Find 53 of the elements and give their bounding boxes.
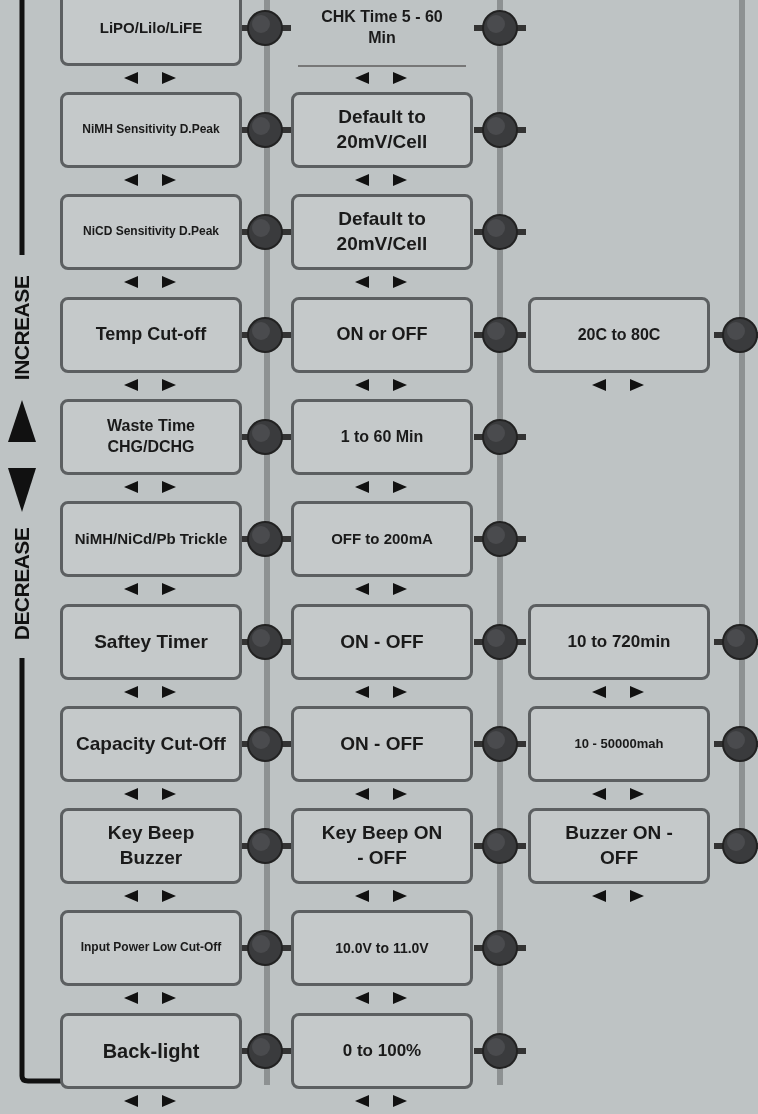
menu-box [60,92,242,168]
menu-box [528,706,710,782]
menu-box [291,808,473,884]
menu-text: NiMH Sensitivity D.Peak [82,122,220,138]
menu-text: 10.0V to 11.0V [335,938,429,958]
menu-text: ON or OFF [336,323,428,347]
menu-text: Default to 20mV/Cell [335,105,429,154]
decrease-label: DECREASE [9,527,35,641]
menu-box [291,706,473,782]
menu-box [291,297,473,373]
menu-box [291,501,473,577]
menu-box [60,297,242,373]
menu-text: 0 to 100% [342,1039,422,1062]
menu-box [60,399,242,475]
menu-box [291,399,473,475]
menu-text: OFF to 200mA [331,529,433,549]
menu-box [291,604,473,680]
menu-text: LiPO/Lilo/LiFE [99,18,203,38]
menu-text: Key Beep ON - OFF [320,821,444,870]
menu-text: Waste Time CHG/DCHG [106,416,196,457]
menu-box [291,194,473,270]
menu-box [60,194,242,270]
menu-text: 20C to 80C [577,324,661,345]
menu-box [291,910,473,986]
menu-text: NiCD Sensitivity D.Peak [82,224,220,240]
menu-box [60,604,242,680]
menu-box [60,1013,242,1089]
menu-text: Saftey Timer [94,629,208,654]
menu-text: Buzzer ON - OFF [564,821,674,870]
menu-box [528,297,710,373]
menu-box [528,808,710,884]
menu-text: ON - OFF [340,731,424,756]
menu-box [291,92,473,168]
menu-box [60,910,242,986]
menu-text: CHK Time 5 - 60 Min [320,7,444,48]
menu-text: Capacity Cut-Off [76,731,226,756]
menu-box [60,501,242,577]
menu-text: Input Power Low Cut-Off [80,940,222,956]
menu-box [60,0,242,66]
menu-text: 10 to 720min [567,630,671,653]
menu-box [60,808,242,884]
menu-text: NiMH/NiCd/Pb Trickle [74,529,228,549]
menu-text: 10 - 50000mah [574,735,664,753]
menu-text: Back-light [102,1039,200,1064]
menu-box [528,604,710,680]
menu-text: Key Beep Buzzer [106,821,196,870]
increase-label: INCREASE [9,275,35,381]
menu-text: Temp Cut-off [95,323,207,347]
menu-text: Default to 20mV/Cell [335,207,429,256]
menu-box [60,706,242,782]
menu-text: ON - OFF [340,629,424,654]
menu-box [291,1013,473,1089]
menu-text: 1 to 60 Min [340,426,424,447]
